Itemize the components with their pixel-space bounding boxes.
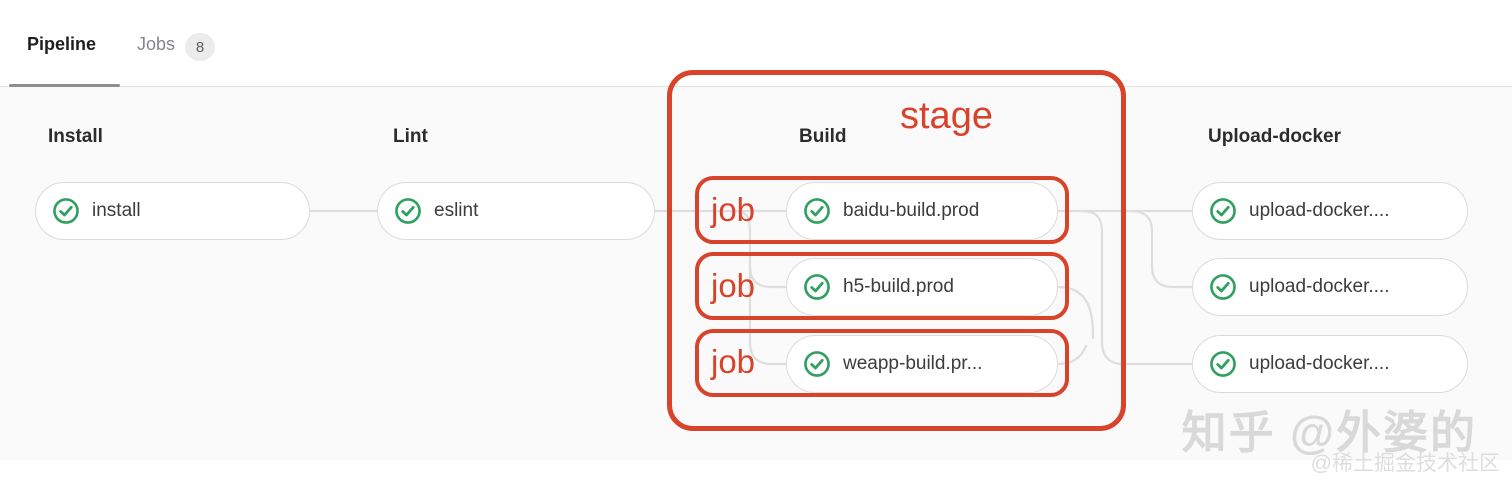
check-circle-icon: [1210, 198, 1236, 224]
tab-pipeline[interactable]: Pipeline: [27, 34, 97, 54]
stage-heading-upload-docker: Upload-docker: [1208, 126, 1342, 147]
job-label: eslint: [434, 200, 479, 221]
job-pill-upload-docker-2[interactable]: upload-docker....: [1192, 258, 1468, 316]
job-pill-eslint[interactable]: eslint: [377, 182, 655, 240]
check-circle-icon: [395, 198, 421, 224]
job-label: install: [92, 200, 141, 221]
tabbar-divider: [0, 86, 1512, 87]
job-pill-upload-docker-3[interactable]: upload-docker....: [1192, 335, 1468, 393]
tab-bar: Pipeline Jobs 8: [0, 0, 1512, 87]
tab-jobs[interactable]: Jobs: [137, 34, 176, 54]
check-circle-icon: [53, 198, 79, 224]
job-label: upload-docker....: [1249, 276, 1390, 297]
job-pill-baidu-build[interactable]: baidu-build.prod: [786, 182, 1058, 240]
check-circle-icon: [1210, 274, 1236, 300]
job-label: h5-build.prod: [843, 276, 954, 297]
jobs-count-badge: 8: [185, 33, 215, 61]
job-pill-weapp-build[interactable]: weapp-build.pr...: [786, 335, 1058, 393]
job-pill-install[interactable]: install: [35, 182, 310, 240]
job-label: baidu-build.prod: [843, 200, 980, 221]
job-label: upload-docker....: [1249, 200, 1390, 221]
check-circle-icon: [1210, 351, 1236, 377]
job-label: upload-docker....: [1249, 353, 1390, 374]
stage-heading-build: Build: [799, 126, 847, 147]
job-pill-upload-docker-1[interactable]: upload-docker....: [1192, 182, 1468, 240]
active-tab-underline: [9, 84, 120, 87]
stage-heading-lint: Lint: [393, 126, 428, 147]
job-label: weapp-build.pr...: [843, 353, 983, 374]
check-circle-icon: [804, 274, 830, 300]
check-circle-icon: [804, 198, 830, 224]
job-pill-h5-build[interactable]: h5-build.prod: [786, 258, 1058, 316]
check-circle-icon: [804, 351, 830, 377]
stage-heading-install: Install: [48, 126, 103, 147]
